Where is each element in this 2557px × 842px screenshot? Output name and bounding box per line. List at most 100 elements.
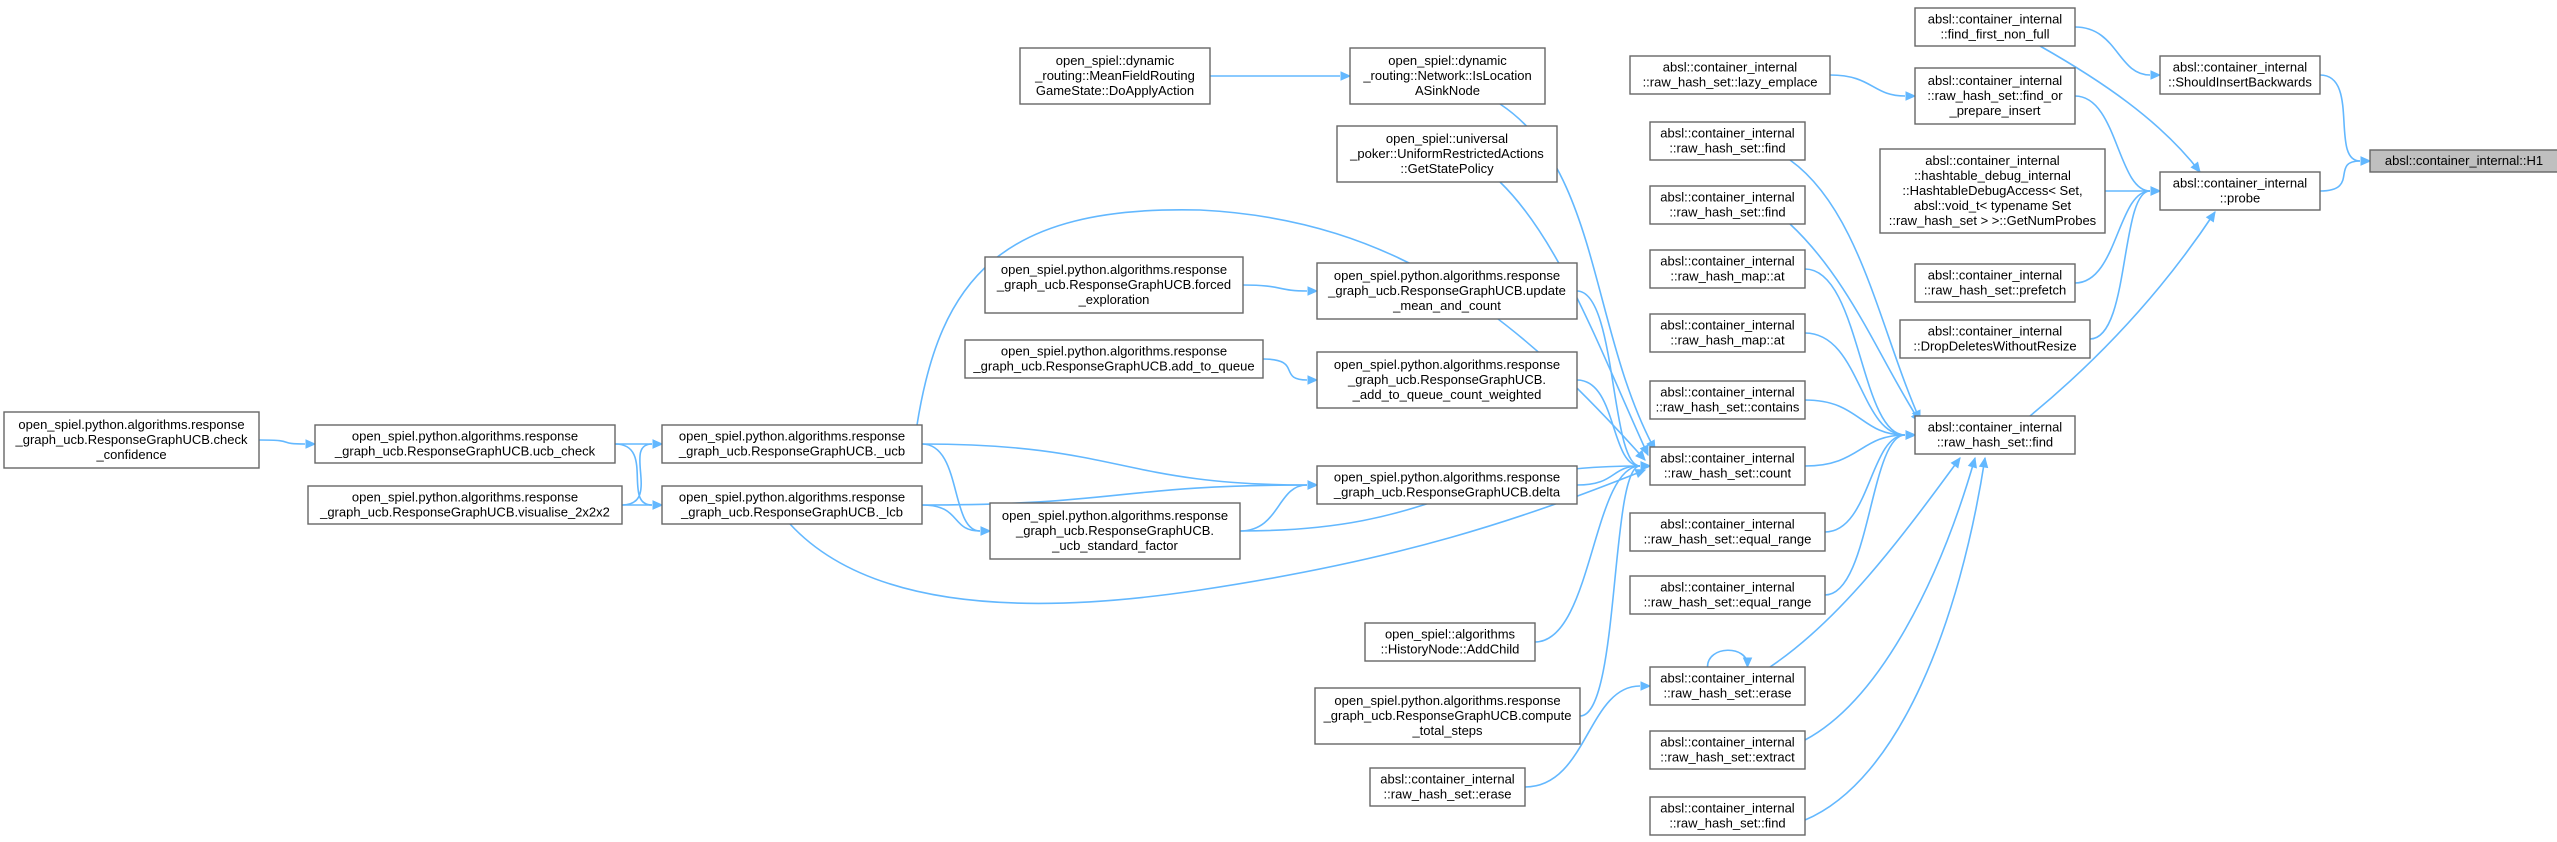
node-add-to-queue[interactable]: open_spiel.python.algorithms.response_gr… (964, 339, 1264, 379)
edge-ucb-to-delta (921, 443, 1308, 486)
node-label-line: _poker::UniformRestrictedActions (1349, 146, 1544, 161)
node-box (2159, 171, 2321, 211)
node-check-confidence[interactable]: open_spiel.python.algorithms.response_gr… (3, 411, 260, 469)
edge-get-state-policy-to-count-arrowhead (1639, 444, 1649, 457)
node-box (314, 424, 616, 464)
edge-should-insert-backwards-to-h1 (2319, 74, 2361, 162)
node-box (1019, 47, 1211, 105)
edge-map-at-a-to-find-main (1804, 268, 1906, 436)
edge-lcb-to-ucb-standard-factor-arrowhead (980, 526, 992, 536)
node-delta[interactable]: open_spiel.python.algorithms.response_gr… (1316, 465, 1578, 505)
node-label-line: open_spiel.python.algorithms.response (1334, 357, 1560, 372)
node-box (1649, 121, 1806, 161)
node-find-b[interactable]: absl::container_internal::raw_hash_set::… (1649, 185, 1806, 225)
node-label-line: _graph_ucb.ResponseGraphUCB._lcb (680, 505, 903, 520)
node-do-apply-action[interactable]: open_spiel::dynamic_routing::MeanFieldRo… (1019, 47, 1211, 105)
edge-ucb-to-count-arrowhead (1635, 449, 1646, 461)
node-extract[interactable]: absl::container_internal::raw_hash_set::… (1649, 730, 1806, 770)
edge-extract-to-find-main (1804, 457, 1976, 741)
edge-find-a-to-find-main (1789, 159, 1921, 421)
node-box (1316, 351, 1578, 409)
edge-forced-exploration-to-update-mean-and-count-arrowhead (1307, 286, 1319, 296)
node-prefetch[interactable]: absl::container_internal::raw_hash_set::… (1914, 263, 2076, 303)
edge-erase-mid-to-find-main-arrowhead (1950, 457, 1961, 469)
node-count[interactable]: absl::container_internal::raw_hash_set::… (1649, 446, 1806, 486)
edge-probe-to-h1 (2319, 160, 2361, 192)
edge-erase-mid-to-erase-mid-arrowhead (1742, 657, 1753, 669)
node-label-line: ::HashtableDebugAccess< Set, (1902, 183, 2082, 198)
node-label-line: _routing::MeanFieldRouting (1034, 68, 1195, 83)
node-ucb-standard-factor[interactable]: open_spiel.python.algorithms.response_gr… (989, 502, 1241, 560)
node-map-at-a[interactable]: absl::container_internal::raw_hash_map::… (1649, 249, 1806, 289)
node-box (661, 485, 923, 525)
edge-ucb-to-count (916, 209, 1646, 461)
edge-forced-exploration-to-update-mean-and-count (1242, 284, 1308, 292)
node-label-line: ::DropDeletesWithoutResize (1913, 339, 2076, 354)
node-label-line: absl::container_internal (1928, 420, 2063, 435)
node-box (307, 485, 623, 525)
node-find-main[interactable]: absl::container_internal::raw_hash_set::… (1914, 415, 2076, 455)
node-label-line: ::raw_hash_set::lazy_emplace (1643, 75, 1818, 90)
node-label-line: open_spiel.python.algorithms.response (1001, 262, 1227, 277)
node-compute-total-steps[interactable]: open_spiel.python.algorithms.response_gr… (1314, 687, 1581, 745)
edge-check-confidence-to-ucb-check (258, 439, 306, 445)
node-visualise-2x2x2[interactable]: open_spiel.python.algorithms.response_gr… (307, 485, 623, 525)
edge-find-first-non-full-to-should-insert-backwards-arrowhead (2150, 70, 2162, 80)
node-lcb[interactable]: open_spiel.python.algorithms.response_gr… (661, 485, 923, 525)
node-label-line: absl::container_internal (1660, 385, 1795, 400)
node-box (1629, 575, 1826, 615)
node-h1[interactable]: absl::container_internal::H1 (2369, 149, 2557, 173)
node-label-line: _confidence (95, 447, 166, 462)
edge-contains-to-find-main (1804, 399, 1906, 436)
node-label-line: _routing::Network::IsLocation (1362, 68, 1531, 83)
node-label-line: ::raw_hash_set::erase (1664, 686, 1792, 701)
node-label-line: absl::container_internal (1928, 12, 2063, 27)
node-drop-deletes-without-resize[interactable]: absl::container_internal::DropDeletesWit… (1899, 319, 2091, 359)
node-map-at-b[interactable]: absl::container_internal::raw_hash_map::… (1649, 313, 1806, 353)
node-add-to-queue-count-weighted[interactable]: open_spiel.python.algorithms.response_gr… (1316, 351, 1578, 409)
edge-find-or-prepare-insert-to-probe (2074, 95, 2151, 192)
node-equal-range-a[interactable]: absl::container_internal::raw_hash_set::… (1629, 512, 1826, 552)
node-should-insert-backwards[interactable]: absl::container_internal::ShouldInsertBa… (2159, 55, 2321, 95)
node-label-line: ::raw_hash_map::at (1670, 269, 1785, 284)
node-probe[interactable]: absl::container_internal::probe (2159, 171, 2321, 211)
node-find-first-non-full[interactable]: absl::container_internal::find_first_non… (1914, 7, 2076, 47)
node-box (1649, 249, 1806, 289)
node-label-line: ::raw_hash_set::extract (1660, 750, 1795, 765)
node-erase-mid[interactable]: absl::container_internal::raw_hash_set::… (1649, 666, 1806, 706)
node-lazy-emplace[interactable]: absl::container_internal::raw_hash_set::… (1629, 55, 1831, 95)
edge-add-to-queue-to-add-to-queue-count-weighted-arrowhead (1307, 375, 1319, 385)
node-label-line: ::find_first_non_full (1940, 27, 2049, 42)
node-get-num-probes[interactable]: absl::container_internal::hashtable_debu… (1879, 148, 2106, 234)
node-add-child[interactable]: open_spiel::algorithms::HistoryNode::Add… (1364, 622, 1536, 662)
node-box (1914, 415, 2076, 455)
node-label-line: ::raw_hash_set::find (1937, 435, 2053, 450)
node-find-a[interactable]: absl::container_internal::raw_hash_set::… (1649, 121, 1806, 161)
edge-visualise-2x2x2-to-ucb (621, 443, 653, 506)
node-is-location-asink-node[interactable]: open_spiel::dynamic_routing::Network::Is… (1349, 47, 1546, 105)
node-box (1314, 687, 1581, 745)
edge-ucb-standard-factor-to-delta (1239, 484, 1308, 532)
node-label-line: absl::container_internal::H1 (2385, 153, 2543, 168)
edge-equal-range-a-to-find-main (1824, 434, 1906, 533)
node-find-or-prepare-insert[interactable]: absl::container_internal::raw_hash_set::… (1914, 67, 2076, 125)
node-label-line: absl::container_internal (1660, 190, 1795, 205)
node-label-line: _prepare_insert (1948, 103, 2040, 118)
node-equal-range-b[interactable]: absl::container_internal::raw_hash_set::… (1629, 575, 1826, 615)
node-label-line: absl::container_internal (1660, 735, 1795, 750)
node-label-line: ::raw_hash_set > >::GetNumProbes (1889, 213, 2097, 228)
node-forced-exploration[interactable]: open_spiel.python.algorithms.response_gr… (984, 256, 1244, 314)
node-erase-left[interactable]: absl::container_internal::raw_hash_set::… (1369, 767, 1526, 807)
node-find-c[interactable]: absl::container_internal::raw_hash_set::… (1649, 796, 1806, 836)
node-ucb-check[interactable]: open_spiel.python.algorithms.response_gr… (314, 424, 616, 464)
node-label-line: _exploration (1078, 292, 1150, 307)
node-label-line: absl::container_internal (1660, 801, 1795, 816)
node-get-state-policy[interactable]: open_spiel::universal_poker::UniformRest… (1336, 125, 1558, 183)
node-ucb[interactable]: open_spiel.python.algorithms.response_gr… (661, 424, 923, 464)
edge-check-confidence-to-ucb-check-arrowhead (305, 439, 317, 449)
node-update-mean-and-count[interactable]: open_spiel.python.algorithms.response_gr… (1316, 262, 1578, 320)
node-label-line: open_spiel::algorithms (1385, 627, 1516, 642)
node-contains[interactable]: absl::container_internal::raw_hash_set::… (1649, 380, 1806, 420)
node-label-line: absl::container_internal (1663, 60, 1798, 75)
